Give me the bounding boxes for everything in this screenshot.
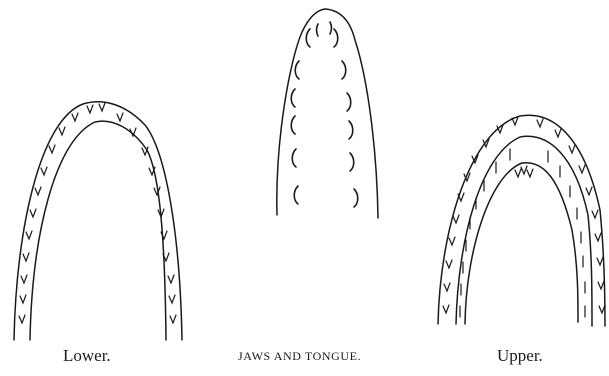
caption-jaws-and-tongue: JAWS AND TONGUE.	[238, 349, 361, 364]
outer-tooth-mark	[537, 119, 543, 127]
tooth-mark	[35, 187, 41, 195]
outer-tooth-mark	[579, 165, 585, 173]
papilla-mark	[317, 24, 319, 36]
tooth-mark	[49, 145, 55, 153]
palate-mark	[521, 166, 527, 174]
tooth-mark	[72, 113, 78, 121]
outer-tooth-mark	[595, 233, 601, 241]
papilla-mark	[291, 89, 295, 107]
tooth-mark	[23, 253, 29, 261]
outer-tooth-mark	[592, 210, 598, 218]
papilla-mark	[347, 93, 351, 111]
papilla-mark	[334, 29, 338, 47]
papilla-mark	[295, 61, 299, 79]
papilla-mark	[292, 149, 296, 167]
upper-jaw-arch-icon	[438, 115, 605, 326]
tooth-mark	[169, 295, 175, 303]
papilla-mark	[291, 116, 295, 134]
outer-tooth-mark	[598, 281, 604, 289]
papilla-mark	[354, 189, 358, 207]
tooth-mark	[20, 295, 26, 303]
palate-mark	[515, 169, 521, 177]
papilla-mark	[342, 61, 346, 79]
papilla-mark	[294, 186, 298, 204]
caption-upper: Upper.	[497, 346, 543, 366]
outer-tooth-mark	[586, 187, 592, 195]
palate-mark	[527, 169, 533, 177]
outer-tooth-mark	[444, 283, 450, 291]
papilla-mark	[330, 22, 332, 34]
tooth-mark	[117, 113, 123, 121]
papilla-mark	[306, 29, 310, 47]
outer-tooth-mark	[453, 215, 459, 223]
outer-tooth-mark	[449, 237, 455, 245]
tooth-mark	[59, 127, 65, 135]
tooth-mark	[87, 105, 93, 113]
tooth-mark	[130, 128, 136, 136]
outer-tooth-mark	[597, 257, 603, 265]
papilla-mark	[349, 121, 353, 139]
tongue-papillae	[291, 22, 358, 207]
tooth-mark	[99, 103, 105, 111]
outer-tooth-mark	[555, 129, 561, 137]
tooth-mark	[19, 315, 25, 323]
outer-tooth-mark	[599, 305, 605, 313]
tooth-mark	[26, 231, 32, 239]
papilla-mark	[350, 153, 354, 171]
tooth-mark	[170, 315, 176, 323]
tooth-mark	[41, 167, 47, 175]
outer-tooth-mark	[446, 260, 452, 268]
tooth-mark	[30, 209, 36, 217]
tongue-icon	[277, 9, 378, 218]
tooth-mark	[21, 275, 27, 283]
outer-tooth-mark	[569, 145, 575, 153]
caption-lower: Lower.	[63, 346, 111, 366]
lower-jaw-arch-icon	[14, 102, 182, 340]
outer-tooth-mark	[443, 305, 449, 313]
tooth-mark	[168, 275, 174, 283]
